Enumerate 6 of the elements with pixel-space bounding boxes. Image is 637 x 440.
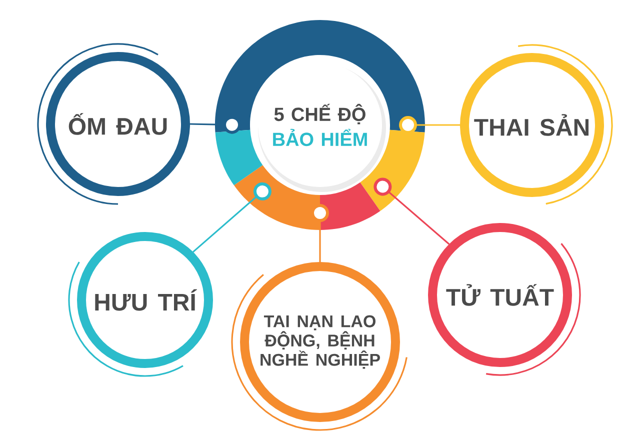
connector-line bbox=[399, 116, 460, 134]
connector-line bbox=[374, 178, 450, 245]
connector-line bbox=[311, 204, 329, 262]
connector-line bbox=[192, 182, 272, 253]
connector-line bbox=[190, 116, 241, 134]
donut-ring: 5 CHẾ ĐỘ BẢO HIỂM bbox=[215, 20, 425, 230]
